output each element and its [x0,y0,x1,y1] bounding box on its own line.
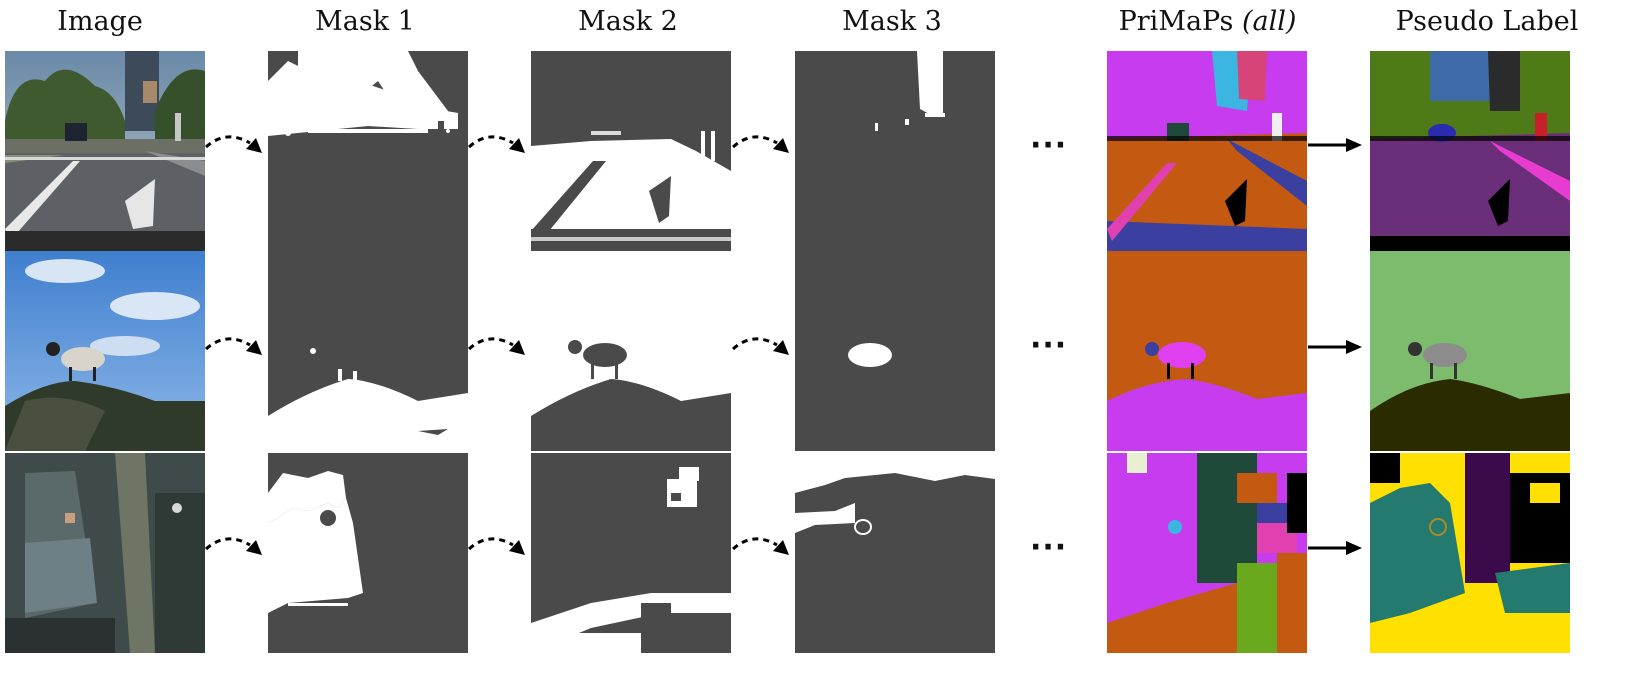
row3-mask-1 [268,453,468,653]
row1-mask-3 [795,51,995,251]
row3-pseudo-label [1370,453,1570,653]
header-pseudo-label: Pseudo Label [1395,6,1579,37]
header-mask-2: Mask 2 [578,6,678,37]
row1-ellipsis: ··· [1030,128,1068,163]
row1-mask-2 [531,51,731,251]
header-primaps: PriMaPs (all) [1100,2,1315,42]
row3-arrow-3 [731,537,789,555]
header-mask-1: Mask 1 [315,6,415,37]
row2-primaps [1107,251,1307,451]
row2-mask-2 [531,251,731,451]
row2-arrow-2 [467,337,525,355]
row3-ellipsis: ··· [1030,530,1068,565]
row3-image [5,453,205,653]
row3-arrow-2 [467,537,525,555]
row3-mask-2 [531,453,731,653]
header-primaps-label: PriMaPs [1118,6,1234,37]
row2-mask-1 [268,251,468,451]
row1-pseudo-label [1370,51,1570,251]
row2-ellipsis: ··· [1030,328,1068,363]
row1-primaps [1107,51,1307,251]
row2-pseudo-label [1370,251,1570,451]
row3-primaps [1107,453,1307,653]
header-primaps-italic: (all) [1241,6,1297,37]
row2-mask-3 [795,251,995,451]
row3-arrow-1 [204,537,262,555]
row1-arrow-1 [204,135,262,153]
header-mask-3: Mask 3 [842,6,942,37]
row2-image [5,251,205,451]
row1-arrow-pseudo [1308,138,1362,152]
row1-arrow-2 [467,135,525,153]
row1-arrow-3 [731,135,789,153]
row3-mask-3 [795,453,995,653]
row2-arrow-pseudo [1308,340,1362,354]
header-image: Image [57,6,143,37]
row3-arrow-pseudo [1308,541,1362,555]
row1-image [5,51,205,251]
row1-mask-1 [268,51,468,251]
row2-arrow-3 [731,337,789,355]
row2-arrow-1 [204,337,262,355]
